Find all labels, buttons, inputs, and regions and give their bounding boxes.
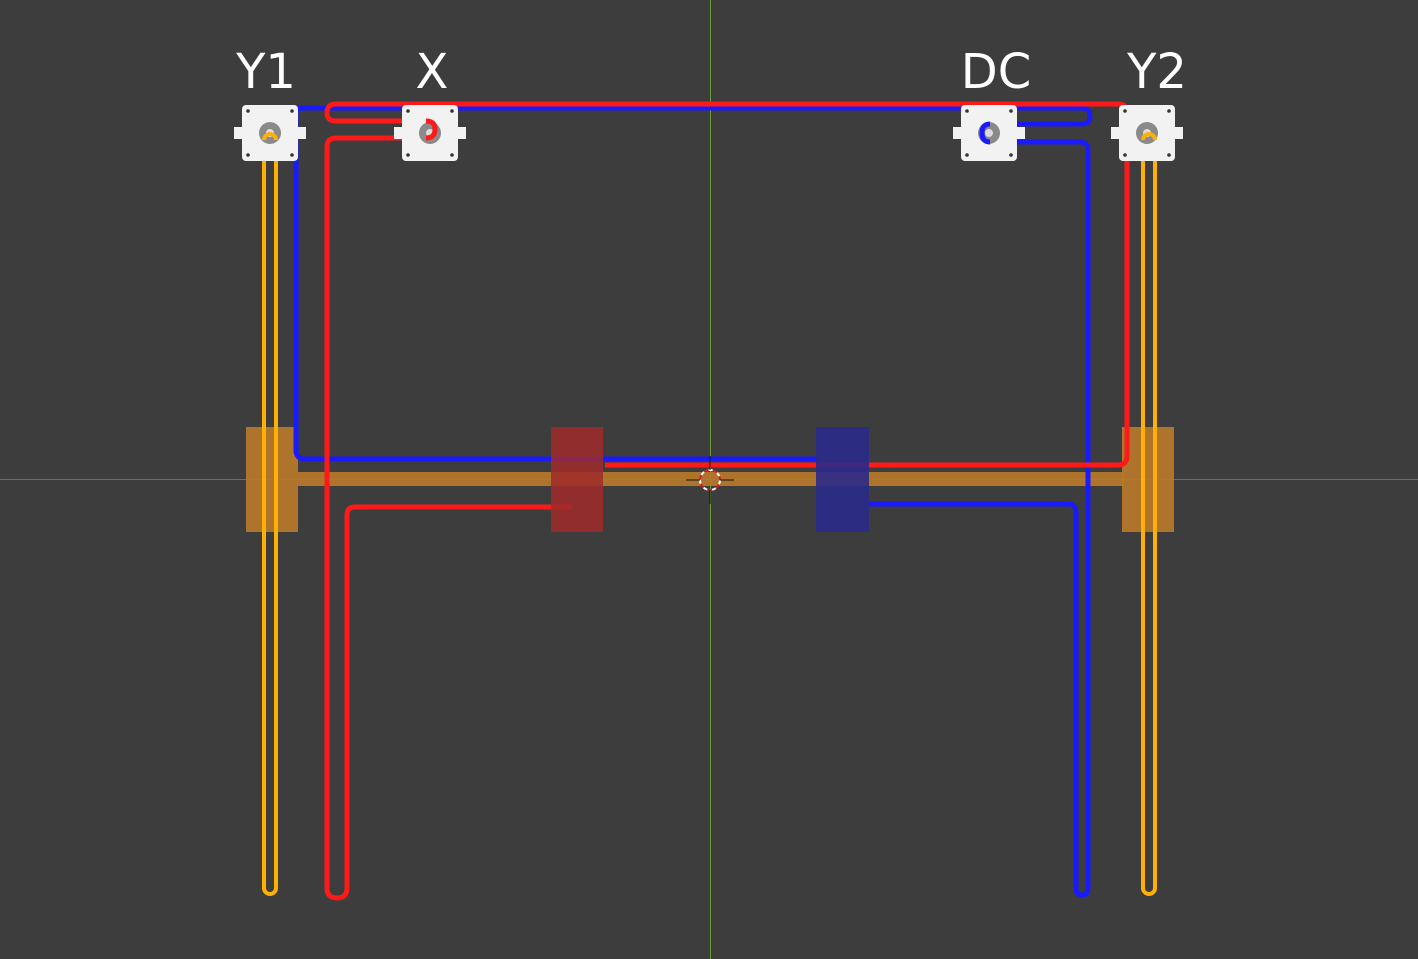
motor-mount-tab bbox=[298, 127, 306, 139]
motor-screw bbox=[1009, 153, 1013, 157]
belt-y1 bbox=[262, 132, 278, 896]
belt-y2 bbox=[1141, 132, 1157, 896]
motor-screw bbox=[965, 109, 969, 113]
belt-wrap-segment bbox=[425, 118, 438, 141]
motor-screw bbox=[406, 153, 410, 157]
motor-screw bbox=[406, 109, 410, 113]
motor-label-y2: Y2 bbox=[1126, 44, 1187, 100]
motor-label-dc: DC bbox=[961, 44, 1031, 100]
motor-screw bbox=[450, 153, 454, 157]
belt-wrap-segment bbox=[262, 132, 278, 141]
motor-mount-tab bbox=[953, 127, 961, 139]
motor-x[interactable] bbox=[394, 105, 466, 161]
motor-mount-tab bbox=[1175, 127, 1183, 139]
motor-screw bbox=[1123, 153, 1127, 157]
motor-dc[interactable] bbox=[953, 105, 1025, 161]
motor-screw bbox=[1167, 153, 1171, 157]
motor-label-y1: Y1 bbox=[235, 44, 296, 100]
3d-cursor-icon[interactable] bbox=[686, 456, 734, 504]
motor-label-x: X bbox=[416, 44, 449, 100]
motor-screw bbox=[1167, 109, 1171, 113]
belt-wrap-segment bbox=[1141, 132, 1157, 141]
motor-mount-tab bbox=[234, 127, 242, 139]
motor-mount-tab bbox=[394, 127, 402, 139]
belt-wrap-segment bbox=[979, 121, 991, 145]
pulley-belt-overlay bbox=[262, 118, 1157, 145]
motor-mount-tab bbox=[458, 127, 466, 139]
motor-screw bbox=[1009, 109, 1013, 113]
x-carriage bbox=[551, 427, 603, 532]
belt-dc-upper-left bbox=[293, 110, 820, 462]
y2-carriage bbox=[1122, 427, 1174, 532]
motor-screw bbox=[246, 109, 250, 113]
motor-shaft bbox=[985, 129, 993, 137]
motor-mount-tab bbox=[1111, 127, 1119, 139]
motor-screw bbox=[290, 153, 294, 157]
motor-screw bbox=[965, 153, 969, 157]
y1-carriage bbox=[246, 427, 298, 532]
motor-screw bbox=[290, 109, 294, 113]
motor-screw bbox=[450, 109, 454, 113]
dc-carriage bbox=[816, 427, 869, 532]
gantry-beam bbox=[298, 472, 1124, 486]
motor-screw bbox=[1123, 109, 1127, 113]
motor-mount-tab bbox=[1017, 127, 1025, 139]
motor-screw bbox=[246, 153, 250, 157]
